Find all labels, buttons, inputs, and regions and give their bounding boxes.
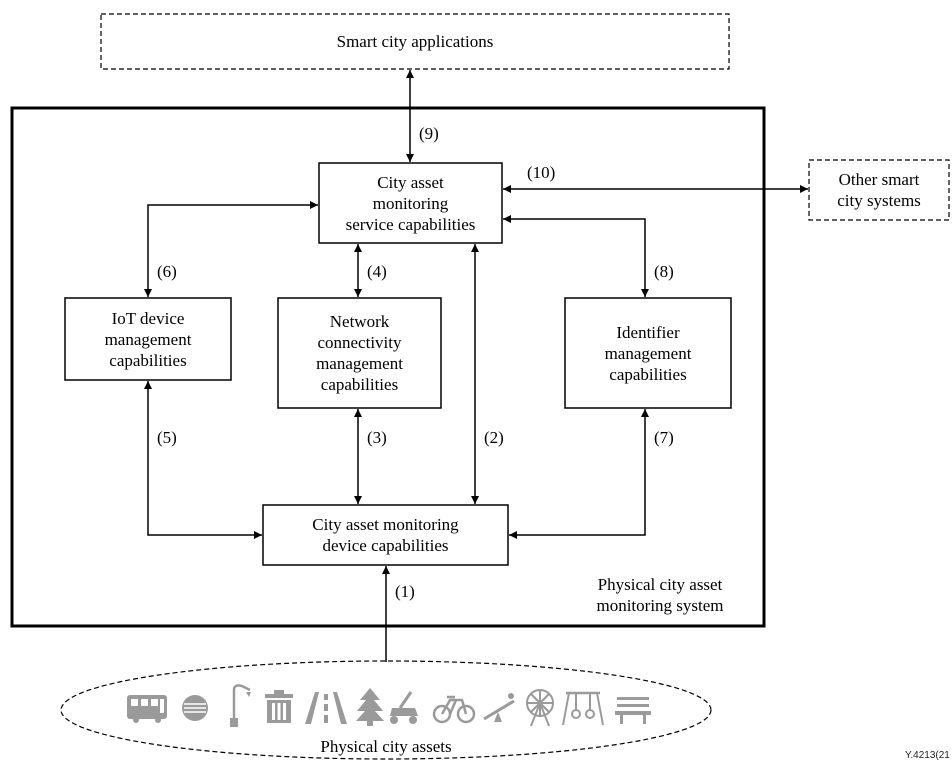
- tree-icon: [356, 688, 384, 726]
- smart-city-applications-label: Smart city applications: [336, 32, 494, 51]
- network-connectivity-label: Network connectivity management capabili…: [316, 312, 403, 394]
- iot-device-management-label: IoT device management capabilities: [104, 308, 192, 370]
- ferris-wheel-icon: [526, 689, 554, 727]
- connector-5: [144, 381, 262, 539]
- road-icon: [305, 692, 347, 724]
- seesaw-icon: [483, 693, 515, 722]
- bicycle-icon: [432, 695, 476, 724]
- monitoring-system-frame: [10, 106, 766, 628]
- ref-1: (1): [395, 582, 415, 601]
- other-smart-city-systems-label: Other smart city systems: [837, 170, 921, 210]
- bus-icon: [127, 695, 167, 723]
- streetlight-icon: [230, 684, 251, 727]
- trash-bin-icon: [265, 690, 293, 723]
- figure-reference: Y.4213(21: [905, 750, 950, 761]
- connector-8: [503, 215, 649, 297]
- other-smart-city-systems-box: [808, 159, 950, 221]
- physical-city-assets-ellipse: [60, 660, 712, 760]
- service-capabilities-box: [318, 162, 503, 244]
- network-connectivity-box: [277, 297, 442, 409]
- swing-icon: [562, 691, 604, 726]
- service-capabilities-label: City asset monitoring service capabiliti…: [345, 172, 476, 234]
- ref-10: (10): [527, 163, 556, 182]
- ref-7: (7): [654, 428, 674, 447]
- ref-4: (4): [367, 262, 387, 281]
- ref-6: (6): [157, 262, 177, 281]
- ref-3: (3): [367, 428, 387, 447]
- monitoring-system-label: Physical city asset monitoring system: [596, 575, 724, 615]
- device-capabilities-label: City asset monitoring device capabilitie…: [312, 515, 459, 555]
- ref-8: (8): [654, 262, 674, 281]
- ref-9: (9): [419, 124, 439, 143]
- manhole-icon: [182, 695, 208, 721]
- physical-city-assets-label: Physical city assets: [320, 737, 452, 756]
- bench-icon: [615, 697, 651, 724]
- smart-city-applications-box: [100, 13, 730, 70]
- identifier-management-label: Identifier management capabilities: [604, 322, 692, 384]
- identifier-management-box: [564, 297, 732, 409]
- device-capabilities-box: [262, 504, 509, 566]
- connector-7: [509, 409, 649, 539]
- ref-5: (5): [157, 428, 177, 447]
- ref-2: (2): [484, 428, 504, 447]
- iot-device-management-box: [64, 297, 232, 381]
- lawn-mower-icon: [390, 691, 418, 724]
- connector-6: [144, 201, 318, 297]
